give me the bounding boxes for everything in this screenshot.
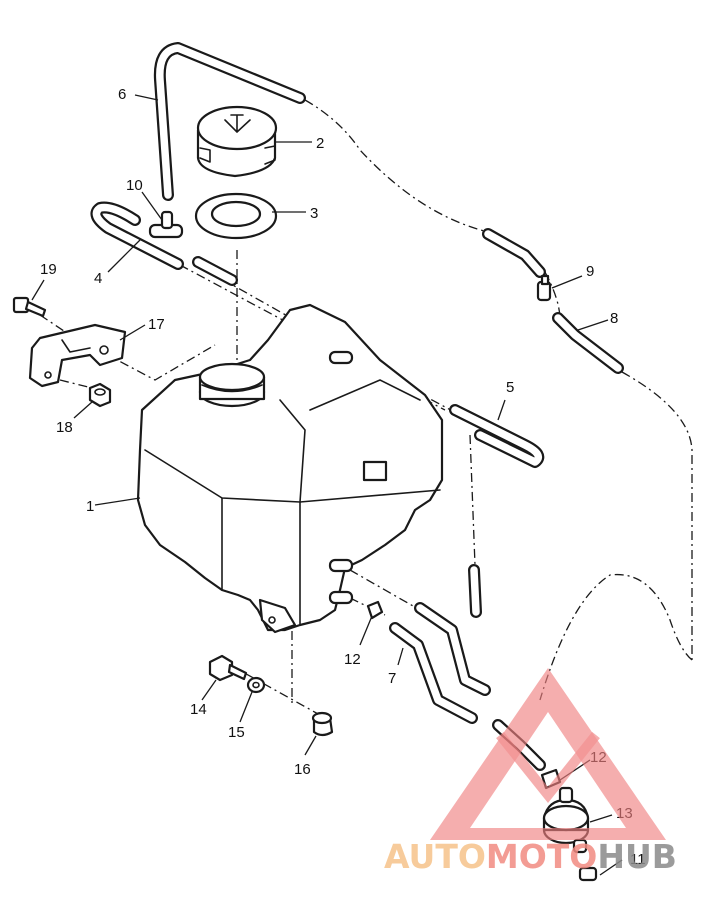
hose-clip-12a	[366, 600, 384, 620]
callout-5: 5	[506, 379, 514, 396]
callout-7: 7	[388, 670, 396, 687]
watermark: AUTOMOTOHUB	[384, 668, 677, 876]
hose-5	[449, 404, 545, 468]
callout-9: 9	[586, 263, 594, 280]
watermark-moto: MOTO	[486, 837, 597, 876]
callout-3: 3	[310, 205, 318, 222]
bolt-19	[12, 296, 47, 318]
callout-19: 19	[40, 261, 57, 278]
fitting-9	[536, 274, 552, 302]
callout-14: 14	[190, 701, 207, 718]
callout-1: 1	[86, 498, 94, 515]
callout-17: 17	[148, 316, 165, 333]
callout-2: 2	[316, 135, 324, 152]
vertical-pipe	[468, 564, 482, 618]
watermark-auto: AUTO	[384, 837, 486, 876]
bolt-14	[208, 654, 248, 682]
callout-8: 8	[610, 310, 618, 327]
reservoir-tank	[136, 303, 444, 634]
hose-right	[482, 228, 546, 278]
leader-lines	[31, 94, 623, 876]
grommet-16	[311, 711, 334, 737]
cap-gasket	[194, 192, 278, 240]
overflow-hose	[153, 42, 306, 201]
callout-16: 16	[294, 761, 311, 778]
callout-10: 10	[126, 177, 143, 194]
callout-6: 6	[118, 86, 126, 103]
nut-18	[88, 382, 112, 408]
fitting-11	[578, 866, 598, 882]
hose-segment	[192, 256, 238, 286]
bracket-17	[28, 323, 127, 388]
t-joint	[148, 210, 184, 239]
callout-4: 4	[94, 270, 102, 287]
hose-7	[389, 602, 491, 724]
washer-15	[246, 676, 266, 694]
callout-15: 15	[228, 724, 245, 741]
watermark-triangle-icon	[430, 668, 666, 840]
hose-8	[552, 312, 624, 374]
callout-18: 18	[56, 419, 73, 436]
reservoir-cap	[196, 105, 278, 178]
watermark-hub: HUB	[597, 837, 677, 876]
callout-12a: 12	[344, 651, 361, 668]
svg-text:AUTOMOTOHUB: AUTOMOTOHUB	[384, 837, 677, 876]
callout-11: 11	[630, 851, 646, 868]
hose-4	[90, 201, 184, 270]
